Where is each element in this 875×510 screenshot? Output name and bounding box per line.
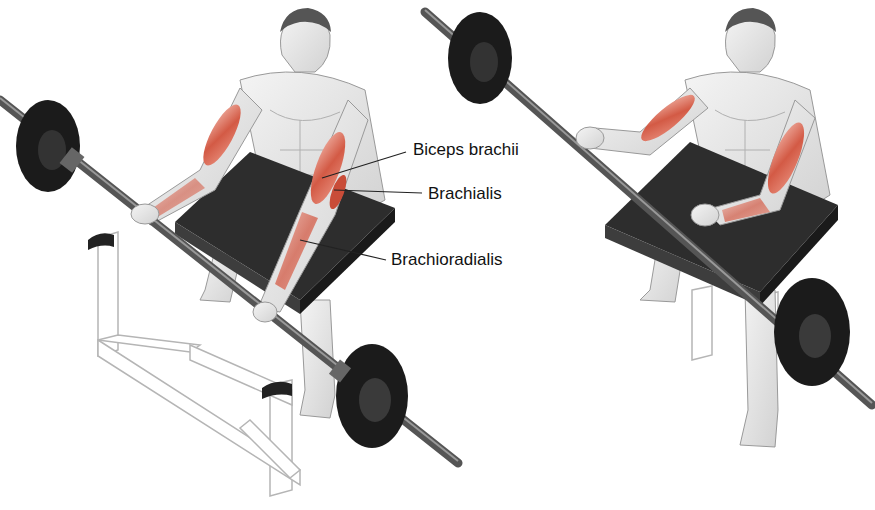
right-figure [425,8,872,447]
muscle-label: Biceps brachii [413,140,519,160]
left-figure [0,8,458,496]
leader-lines [300,152,422,260]
muscle-label: Brachialis [428,184,502,204]
muscle-label: Brachioradialis [391,250,503,270]
